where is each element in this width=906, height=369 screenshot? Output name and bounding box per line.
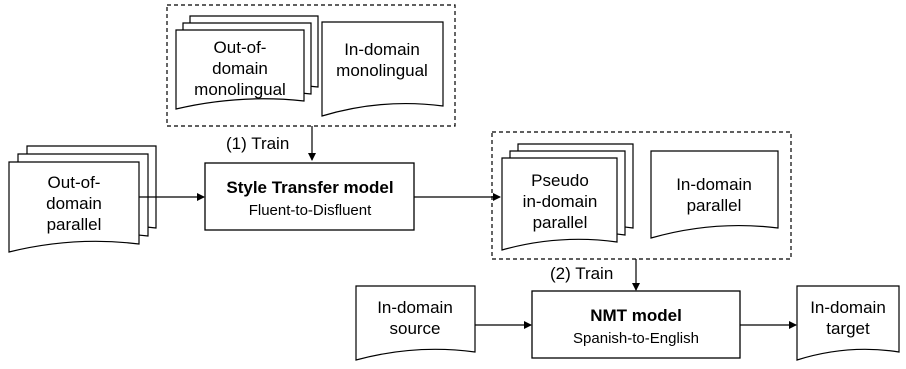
style-transfer-model-box: Style Transfer model Fluent-to-Disfluent [204,162,415,231]
in-domain-source-doc: In-domain source [355,285,476,361]
ood-par-line-2: domain [46,194,102,213]
in-domain-parallel-doc: In-domain parallel [650,150,779,239]
ood-mono-line-1: Out-of- [214,38,267,57]
style-transfer-title: Style Transfer model [226,178,393,197]
in-domain-target-doc: In-domain target [796,285,900,361]
monolingual-group-box [166,4,456,127]
pseudo-par-line-2: in-domain [523,192,598,211]
pseudo-par-line-1: Pseudo [531,171,589,190]
pseudo-par-line-3: parallel [533,213,588,232]
ood-par-line-3: parallel [47,215,102,234]
ind-src-line-1: In-domain [377,298,453,317]
out-of-domain-monolingual-doc: Out-of- domain monolingual [175,15,319,110]
nmt-model-box: NMT model Spanish-to-English [531,290,741,359]
ind-par-line-1: In-domain [676,175,752,194]
style-transfer-subtitle: Fluent-to-Disfluent [249,202,372,219]
in-domain-monolingual-doc: In-domain monolingual [321,21,444,117]
ind-tgt-line-2: target [826,319,870,338]
nmt-model-subtitle: Spanish-to-English [573,330,699,347]
out-of-domain-parallel-doc: Out-of- domain parallel [8,145,157,253]
ind-par-line-2: parallel [687,196,742,215]
ood-mono-line-2: domain [212,59,268,78]
pseudo-in-domain-parallel-doc: Pseudo in-domain parallel [501,143,634,251]
train-1-label: (1) Train [226,134,289,153]
ood-par-line-1: Out-of- [48,173,101,192]
ind-mono-line-1: In-domain [344,40,420,59]
nmt-model-title: NMT model [590,306,682,325]
train-2-label: (2) Train [550,264,613,283]
parallel-group-box [491,131,792,260]
ood-mono-line-3: monolingual [194,80,286,99]
ind-src-line-2: source [389,319,440,338]
ind-mono-line-2: monolingual [336,61,428,80]
ind-tgt-line-1: In-domain [810,298,886,317]
